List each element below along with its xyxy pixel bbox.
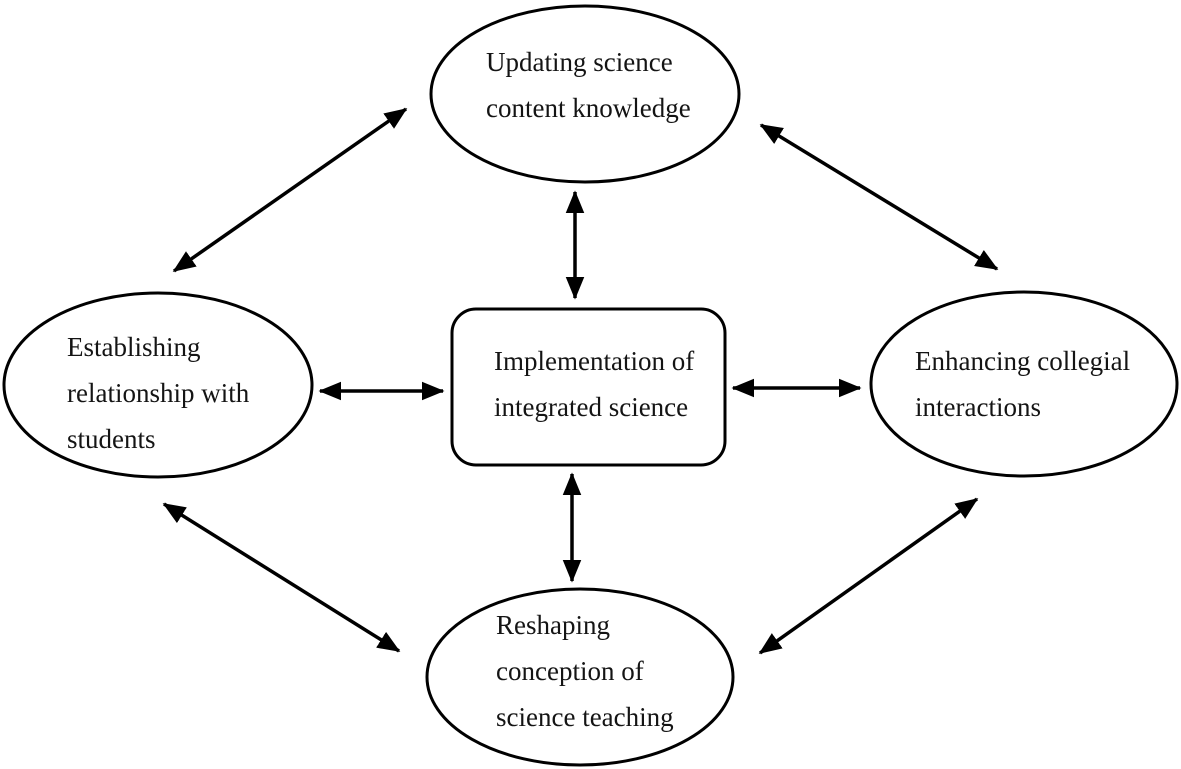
text-line: Establishing	[67, 332, 201, 362]
node-label-enhancing-collegial: Enhancing collegial interactions	[915, 338, 1130, 430]
text-line: content knowledge	[486, 93, 691, 123]
arrow-top-right	[759, 123, 999, 271]
arrow-left-bottom	[162, 502, 401, 653]
node-label-implementation: Implementation of integrated science	[494, 338, 694, 430]
node-shape-top-ellipse	[429, 4, 741, 184]
arrow-bottom-right	[758, 497, 979, 655]
text-line: students	[67, 424, 156, 454]
text-line: Enhancing collegial	[915, 346, 1131, 376]
node-label-reshaping-conception: Reshaping conception of science teaching	[496, 602, 674, 740]
node-shape-left-ellipse	[2, 291, 314, 479]
node-shape-right-ellipse	[869, 290, 1179, 478]
node-label-updating-science: Updating science content knowledge	[486, 39, 691, 131]
text-line: Implementation of	[494, 346, 695, 376]
text-line: interactions	[915, 392, 1041, 422]
node-shape-center-rounded-rect	[450, 307, 727, 467]
text-line: relationship with	[67, 378, 250, 408]
node-label-establishing-relationship: Establishing relationship with students	[67, 324, 249, 462]
text-line: Reshaping	[496, 610, 610, 640]
text-line: Updating science	[486, 47, 673, 77]
arrow-left-top	[172, 107, 408, 273]
text-line: science teaching	[496, 702, 674, 732]
text-line: conception of	[496, 656, 644, 686]
node-shape-bottom-ellipse	[425, 587, 735, 767]
text-line: integrated science	[494, 392, 689, 422]
